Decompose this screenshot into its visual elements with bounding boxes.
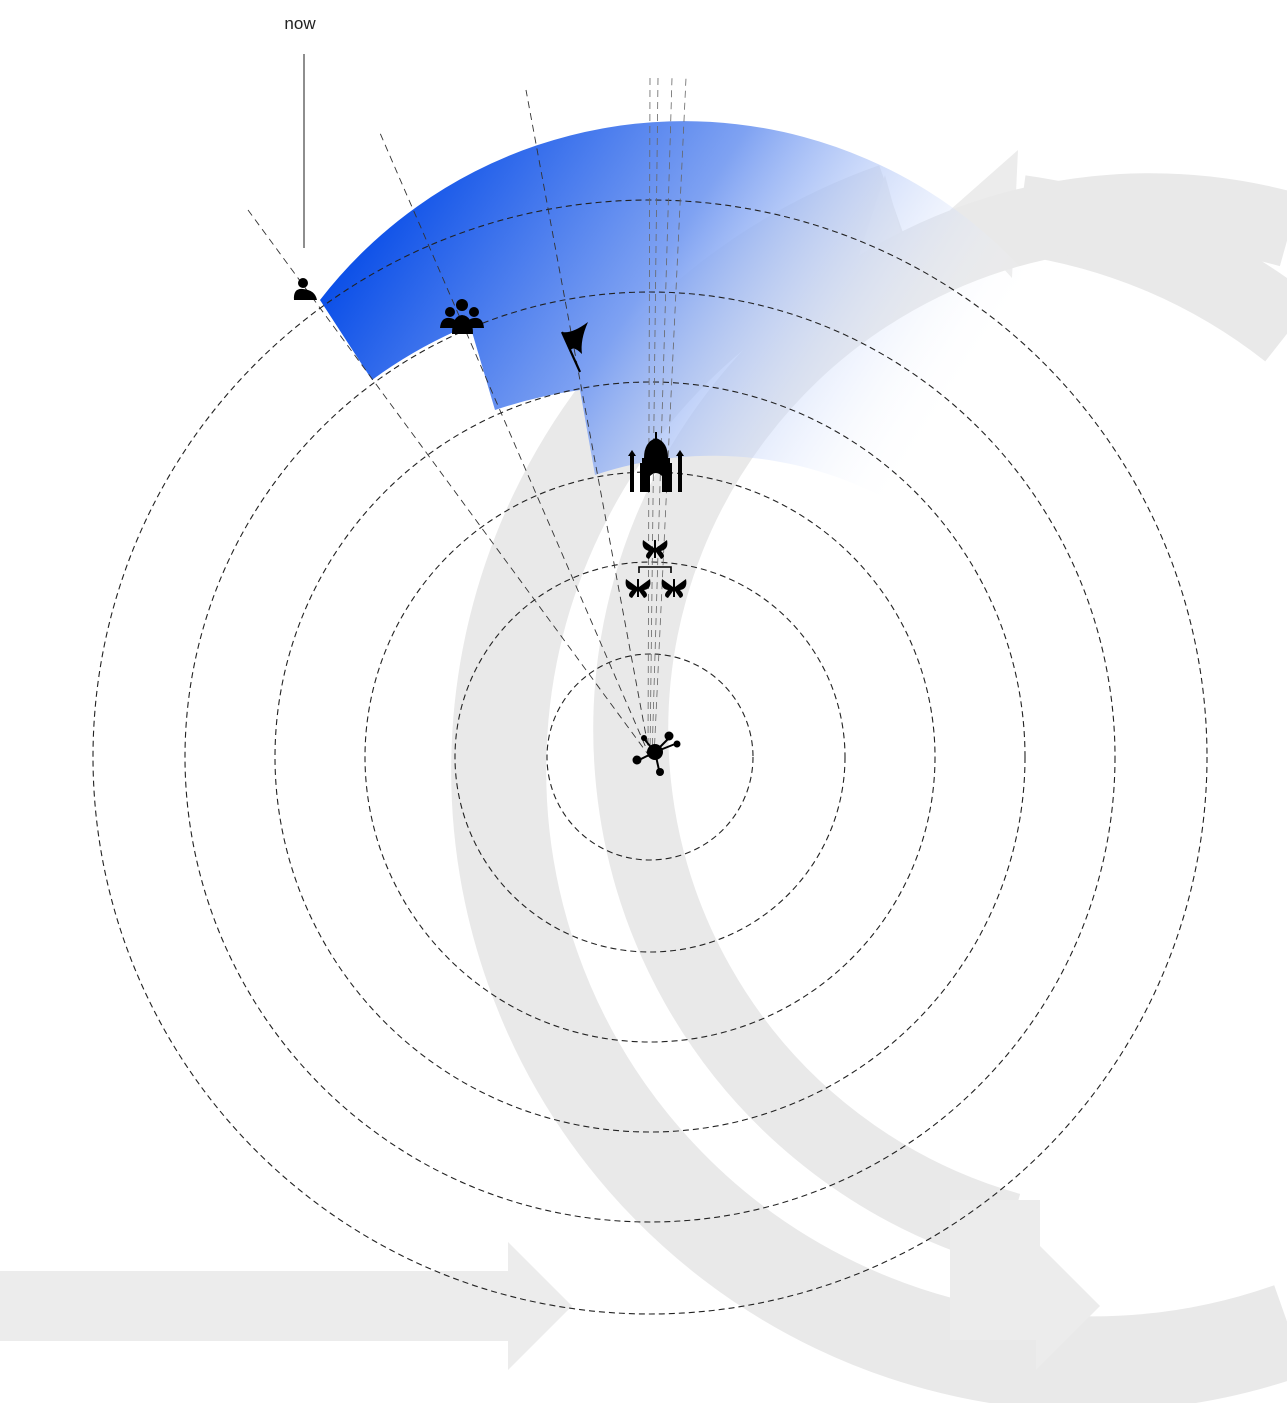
ray-temple-c xyxy=(653,77,687,758)
person-icon xyxy=(293,278,317,300)
ring-5 xyxy=(184,291,1116,1223)
ray-group xyxy=(379,132,651,758)
radial-lines xyxy=(247,77,687,758)
ray-flag xyxy=(525,89,651,758)
network-icon xyxy=(632,731,681,776)
ray-temple-b xyxy=(651,77,673,758)
ray-temple-a xyxy=(649,77,659,758)
background-arrow-left-head xyxy=(508,1242,572,1370)
background-arrow-right-shaft xyxy=(950,1200,1040,1340)
now-marker: now xyxy=(284,14,316,248)
background-arrow-left-shaft xyxy=(0,1271,512,1341)
ring-4 xyxy=(274,381,1026,1133)
ray-person xyxy=(247,209,651,758)
butterfly-pair-icon xyxy=(625,566,687,598)
temple-icon xyxy=(628,432,684,492)
butterfly-icon xyxy=(642,540,668,559)
flag-icon xyxy=(560,322,588,373)
highlight-band xyxy=(320,121,1190,781)
background-arrow-right-head xyxy=(1036,1242,1100,1370)
ray-temple-d xyxy=(647,77,651,758)
background-circular-arrow-far xyxy=(593,173,1287,1267)
now-label: now xyxy=(284,14,316,33)
ring-1 xyxy=(546,653,754,861)
group-icon xyxy=(440,299,484,334)
ring-2 xyxy=(454,561,846,953)
